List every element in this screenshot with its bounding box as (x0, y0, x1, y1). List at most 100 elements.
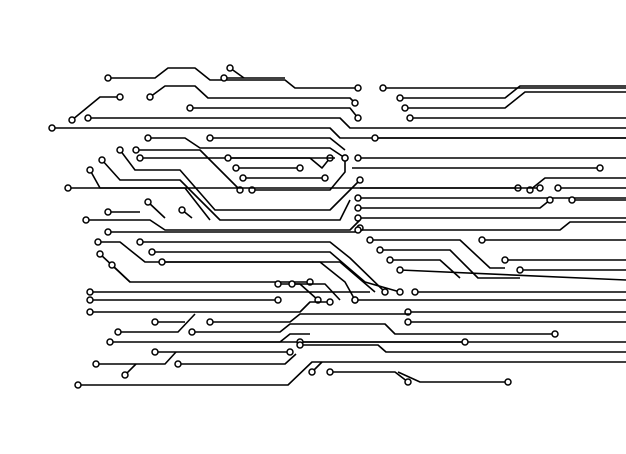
solder-pad (186, 104, 194, 112)
solder-pad (286, 348, 294, 356)
circuit-trace (148, 137, 346, 159)
solder-pad (121, 371, 129, 379)
solder-pad (341, 154, 349, 162)
solder-pad (104, 228, 112, 236)
solder-pad (536, 184, 544, 192)
circuit-trace (192, 323, 555, 335)
circuit-trace (380, 249, 520, 279)
solder-pad (411, 288, 419, 296)
solder-pad (274, 296, 282, 304)
solder-pad (106, 338, 114, 346)
circuit-trace (210, 137, 346, 151)
solder-pad (354, 84, 362, 92)
circuit-trace (190, 107, 359, 119)
solder-pad (404, 318, 412, 326)
circuit-trace (300, 344, 626, 353)
solder-pad (96, 250, 104, 258)
circuit-trace (108, 67, 358, 89)
solder-pad (188, 328, 196, 336)
solder-pad (296, 164, 304, 172)
circuit-trace (162, 261, 356, 301)
circuit-trace (111, 264, 131, 283)
solder-pad (104, 208, 112, 216)
solder-pad (351, 99, 359, 107)
circuit-trace (78, 361, 626, 386)
circuit-trace (400, 85, 626, 99)
solder-pad (354, 226, 362, 234)
solder-pad (381, 288, 389, 296)
solder-pad (308, 368, 316, 376)
solder-pad (151, 348, 159, 356)
solder-pad (144, 198, 152, 206)
solder-pad (546, 196, 554, 204)
solder-pad (226, 64, 234, 72)
solder-pad (220, 74, 228, 82)
circuit-trace (529, 177, 626, 191)
solder-pad (351, 296, 359, 304)
solder-pad (86, 308, 94, 316)
solder-pad (401, 104, 409, 112)
solder-pad (326, 368, 334, 376)
solder-pad (461, 338, 469, 346)
solder-pad (554, 184, 562, 192)
solder-pad (596, 164, 604, 172)
solder-pad (501, 256, 509, 264)
solder-pad (206, 134, 214, 142)
solder-pad (354, 154, 362, 162)
solder-pad (224, 154, 232, 162)
solder-pad (232, 164, 240, 172)
circuit-trace (86, 219, 361, 231)
solder-pad (206, 318, 214, 326)
circuit-trace (405, 91, 626, 109)
solder-pad (321, 174, 329, 182)
solder-pad (136, 154, 144, 162)
solder-pad (132, 146, 140, 154)
circuit-trace (252, 158, 346, 191)
solder-pad (376, 246, 384, 254)
circuit-trace (292, 283, 341, 301)
circuit-trace (99, 253, 310, 283)
circuit-trace (52, 127, 626, 139)
solder-pad (326, 298, 334, 306)
circuit-trace (136, 149, 241, 191)
solder-pad (82, 216, 90, 224)
solder-pad (354, 204, 362, 212)
solder-pad (178, 206, 186, 214)
solder-pad (98, 156, 106, 164)
solder-pad (396, 266, 404, 274)
solder-pad (239, 174, 247, 182)
solder-pad (114, 328, 122, 336)
circuit-trace (178, 353, 297, 365)
solder-pad (136, 238, 144, 246)
circuit-trace (71, 96, 120, 121)
solder-pad (354, 214, 362, 222)
solder-pad (148, 248, 156, 256)
solder-pad (151, 318, 159, 326)
circuit-trace (110, 333, 310, 343)
solder-pad (86, 296, 94, 304)
circuit-trace (96, 351, 177, 365)
circuit-trace (140, 241, 386, 293)
circuit-trace (90, 301, 330, 313)
solder-pad (86, 288, 94, 296)
solder-pad (504, 378, 512, 386)
circuit-trace (98, 241, 376, 293)
circuit-trace (152, 251, 401, 293)
circuit-trace (399, 269, 626, 281)
solder-pad (356, 176, 364, 184)
solder-pad (516, 266, 524, 274)
solder-pad (64, 184, 72, 192)
circuit-trace (101, 159, 351, 221)
solder-pad (146, 93, 154, 101)
circuit-trace (358, 199, 551, 209)
solder-pad (396, 288, 404, 296)
solder-pad (404, 378, 412, 386)
solder-pad (116, 146, 124, 154)
solder-pad (144, 134, 152, 142)
solder-pad (478, 236, 486, 244)
solder-pad (296, 341, 304, 349)
solder-pad (379, 84, 387, 92)
solder-pad (354, 114, 362, 122)
